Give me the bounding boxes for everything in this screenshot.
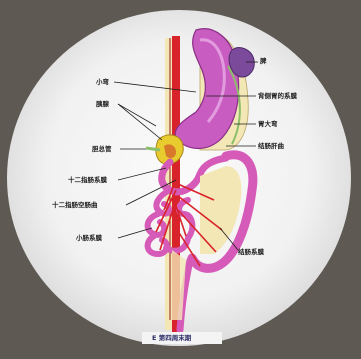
label-greater-curvature: 胃大弯	[258, 121, 278, 128]
label-lesser-curvature: 小弯	[96, 79, 109, 86]
label-colon-mesentery: 结肠系膜	[238, 249, 264, 256]
bile-duct-green	[146, 148, 160, 150]
label-pancreas: 胰腺	[96, 101, 109, 108]
label-small-intestine-mesentery: 小肠系膜	[76, 235, 102, 242]
label-bile-duct: 胆总管	[92, 146, 112, 153]
label-hepatic-flexure: 结肠肝曲	[258, 143, 284, 150]
figure-caption: E 第四周末期	[152, 335, 191, 342]
label-duodenojejunal-flexure: 十二指肠空肠曲	[52, 202, 98, 209]
label-dorsal-mesogastrium: 背侧胃的系膜	[258, 93, 297, 100]
label-spleen: 脾	[260, 58, 267, 65]
label-duodenum-mesentery: 十二指肠系膜	[68, 177, 107, 184]
